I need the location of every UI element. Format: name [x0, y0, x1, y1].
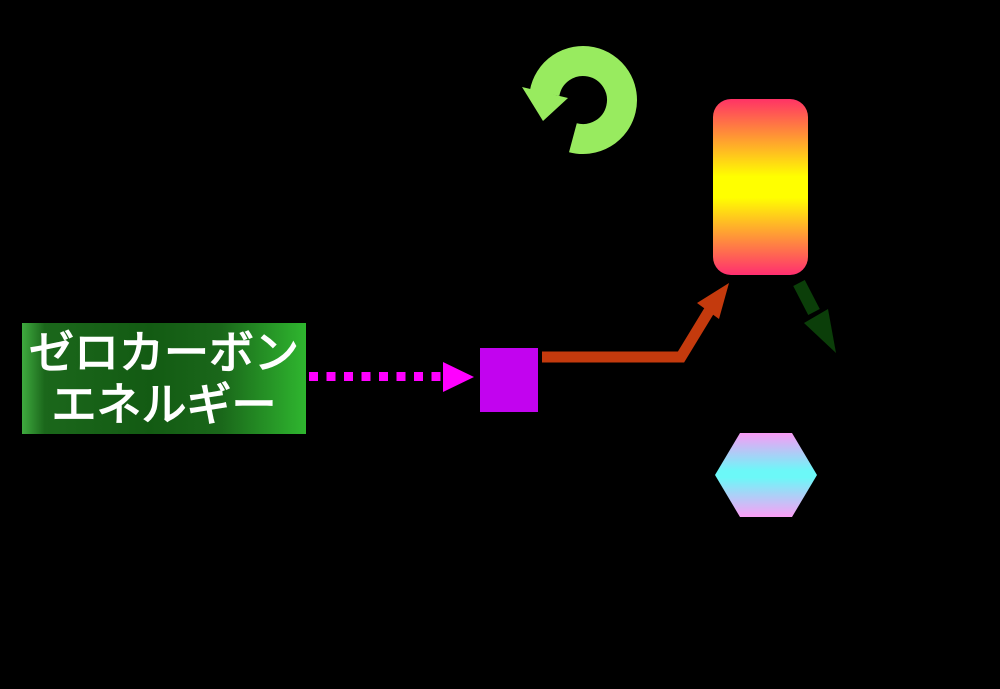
- dotted-arrow-line: [309, 372, 444, 381]
- dark-green-arrow-shaft: [793, 280, 820, 315]
- label-line-1: ゼロカーボン: [28, 326, 299, 378]
- dark-green-arrowhead-icon: [804, 309, 836, 353]
- red-arrow: [542, 283, 729, 363]
- recycle-arrowhead-icon: [522, 87, 568, 121]
- zero-carbon-energy-label: ゼロカーボン エネルギー: [22, 323, 306, 434]
- red-arrow-shaft: [542, 308, 714, 363]
- hexagon-node: [715, 433, 817, 517]
- dark-green-arrow: [793, 280, 836, 353]
- dotted-arrowhead-icon: [443, 362, 474, 392]
- label-line-2: エネルギー: [51, 378, 277, 430]
- red-arrowhead-icon: [697, 283, 729, 319]
- gradient-rect-node: [713, 99, 808, 275]
- recycle-arc: [529, 46, 637, 155]
- recycle-icon: [522, 46, 637, 155]
- purple-square-node: [480, 348, 538, 412]
